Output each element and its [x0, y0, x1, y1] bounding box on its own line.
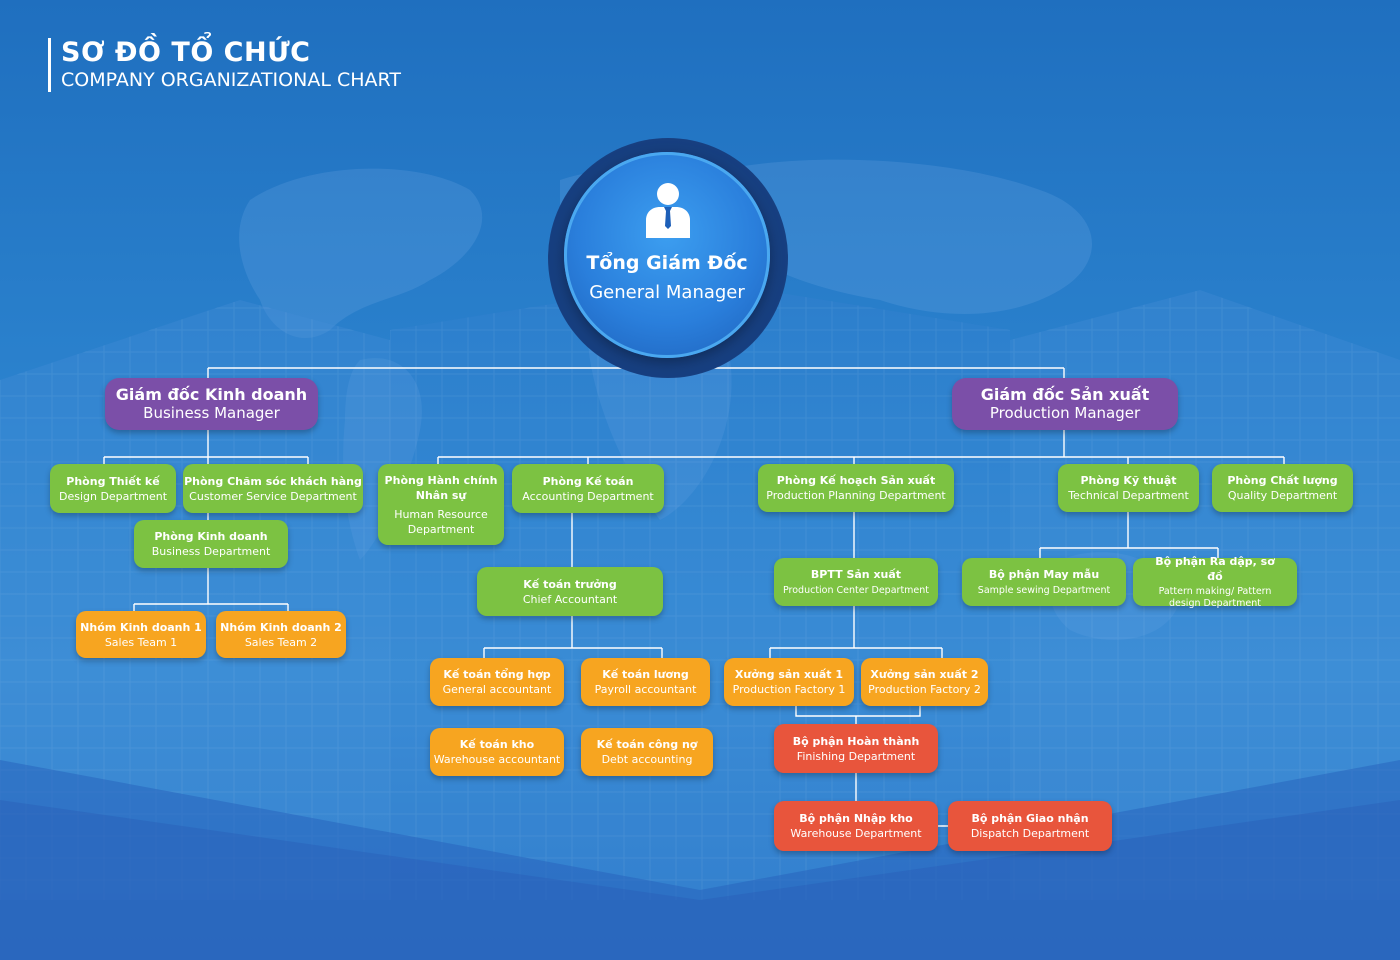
node-title-vi: Phòng Hành chính Nhân sự	[384, 473, 498, 502]
node-title-en: Accounting Department	[522, 489, 654, 503]
payroll-accountant-node: Kế toán lương Payroll accountant	[581, 658, 710, 706]
node-title-en: Production Factory 1	[732, 683, 846, 696]
node-title-vi: Kế toán trưởng	[523, 577, 617, 591]
design-department-node: Phòng Thiết kế Design Department	[50, 464, 176, 513]
sample-sewing-department-node: Bộ phận May mẫu Sample sewing Department	[962, 558, 1126, 606]
finishing-department-node: Bộ phận Hoàn thành Finishing Department	[774, 724, 938, 773]
general-manager-title-en: General Manager	[589, 282, 745, 303]
node-title-en: Sample sewing Department	[977, 585, 1111, 596]
dispatch-department-node: Bộ phận Giao nhận Dispatch Department	[948, 801, 1112, 851]
general-manager-title-vi: Tổng Giám Đốc	[586, 252, 748, 274]
node-title-en: Technical Department	[1068, 489, 1189, 502]
floor-reflection	[0, 760, 1400, 960]
production-factory-1-node: Xưởng sản xuất 1 Production Factory 1	[724, 658, 854, 706]
node-title-vi: Bộ phận Ra dập, sơ đồ	[1155, 555, 1275, 583]
node-title-en: Pattern making/ Pattern design Departmen…	[1158, 586, 1272, 609]
node-title-en: General accountant	[442, 683, 552, 696]
node-title-en: Chief Accountant	[522, 592, 618, 606]
node-title-vi: Phòng Chất lượng	[1227, 474, 1338, 487]
node-title-vi: Phòng Chăm sóc khách hàng	[184, 474, 362, 488]
production-planning-department-node: Phòng Kế hoạch Sản xuất Production Plann…	[758, 464, 954, 512]
chief-accountant-node: Kế toán trưởng Chief Accountant	[477, 567, 663, 616]
node-title-vi: Kế toán kho	[459, 738, 535, 751]
business-department-node: Phòng Kinh doanh Business Department	[134, 520, 288, 568]
node-title-vi: Bộ phận Hoàn thành	[792, 734, 920, 748]
node-title-en: Finishing Department	[796, 749, 916, 763]
node-title-vi: Bộ phận May mẫu	[988, 568, 1100, 581]
general-manager-node: Tổng Giám Đốc General Manager	[564, 152, 770, 358]
node-title-en: Design Department	[58, 489, 168, 503]
node-title-vi: Xưởng sản xuất 2	[870, 668, 979, 681]
human-resource-department-node: Phòng Hành chính Nhân sự Human Resource …	[378, 464, 504, 545]
node-title-en: Dispatch Department	[970, 827, 1090, 840]
node-title-vi: Phòng Kế toán	[542, 474, 634, 488]
accounting-department-node: Phòng Kế toán Accounting Department	[512, 464, 664, 513]
warehouse-accountant-node: Kế toán kho Warehouse accountant	[430, 728, 564, 776]
chart-header: SƠ ĐỒ TỔ CHỨC COMPANY ORGANIZATIONAL CHA…	[48, 38, 401, 92]
node-title-en: Production Factory 2	[868, 683, 981, 696]
production-manager-node: Giám đốc Sản xuất Production Manager	[952, 378, 1178, 430]
sales-team-2-node: Nhóm Kinh doanh 2 Sales Team 2	[216, 611, 346, 658]
node-title-vi: Kế toán công nợ	[596, 738, 698, 751]
node-title-vi: Phòng Kinh doanh	[154, 530, 268, 543]
technical-department-node: Phòng Kỹ thuật Technical Department	[1058, 464, 1199, 512]
node-title-en: Production Planning Department	[766, 489, 946, 502]
warehouse-department-node: Bộ phận Nhập kho Warehouse Department	[774, 801, 938, 851]
node-title-vi: Xưởng sản xuất 1	[734, 668, 844, 681]
production-factory-2-node: Xưởng sản xuất 2 Production Factory 2	[861, 658, 988, 706]
sales-team-1-node: Nhóm Kinh doanh 1 Sales Team 1	[76, 611, 206, 658]
node-title-en: Warehouse Department	[790, 827, 922, 840]
node-title-en: Payroll accountant	[594, 683, 697, 696]
node-title-vi: Phòng Kế hoạch Sản xuất	[776, 474, 936, 487]
node-title-vi: Kế toán tổng hợp	[443, 668, 551, 681]
chart-title-vi: SƠ ĐỒ TỔ CHỨC	[61, 37, 311, 68]
node-title-en: Production Center Department	[782, 585, 930, 596]
general-accountant-node: Kế toán tổng hợp General accountant	[430, 658, 564, 706]
node-title-en: Warehouse accountant	[433, 753, 561, 766]
pattern-design-department-node: Bộ phận Ra dập, sơ đồ Pattern making/ Pa…	[1133, 555, 1297, 609]
node-title-en: Sales Team 2	[244, 635, 318, 649]
quality-department-node: Phòng Chất lượng Quality Department	[1212, 464, 1353, 512]
node-title-en: Human Resource Department	[394, 507, 488, 536]
debt-accounting-node: Kế toán công nợ Debt accounting	[581, 728, 713, 776]
node-title-vi: BPTT Sản xuất	[810, 568, 902, 581]
node-title-en: Business Manager	[143, 404, 280, 422]
node-title-en: Business Department	[151, 545, 271, 558]
node-title-vi: Giám đốc Sản xuất	[980, 385, 1150, 404]
node-title-en: Quality Department	[1227, 489, 1338, 502]
node-title-vi: Phòng Thiết kế	[66, 474, 160, 488]
node-title-vi: Nhóm Kinh doanh 1	[80, 620, 202, 634]
customer-service-department-node: Phòng Chăm sóc khách hàng Customer Servi…	[183, 464, 363, 513]
production-center-department-node: BPTT Sản xuất Production Center Departme…	[774, 558, 938, 606]
node-title-vi: Kế toán lương	[602, 668, 689, 681]
node-title-vi: Nhóm Kinh doanh 2	[220, 620, 342, 634]
node-title-vi: Bộ phận Nhập kho	[799, 812, 913, 825]
node-title-vi: Giám đốc Kinh doanh	[115, 385, 308, 404]
manager-person-icon	[646, 183, 690, 238]
chart-title-en: COMPANY ORGANIZATIONAL CHART	[61, 69, 401, 91]
node-title-en: Production Manager	[989, 404, 1141, 422]
business-manager-node: Giám đốc Kinh doanh Business Manager	[105, 378, 318, 430]
node-title-en: Debt accounting	[601, 753, 693, 766]
node-title-vi: Bộ phận Giao nhận	[971, 812, 1089, 825]
node-title-en: Sales Team 1	[104, 635, 178, 649]
node-title-vi: Phòng Kỹ thuật	[1080, 474, 1177, 487]
node-title-en: Customer Service Department	[189, 489, 357, 503]
